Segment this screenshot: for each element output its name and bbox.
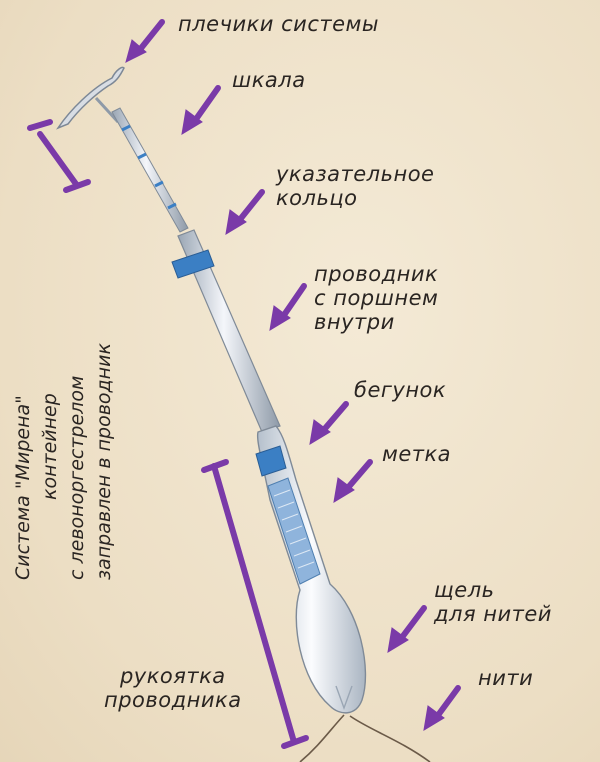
label-handle-line1: рукоятка <box>119 664 226 688</box>
arrow-icon <box>387 605 427 653</box>
vertical-caption: Система "Мирена" контейнер с левоноргест… <box>10 160 140 580</box>
system-arms-stem <box>94 96 120 124</box>
slider <box>255 445 287 477</box>
label-scale-text: шкала <box>232 68 306 92</box>
label-scale: шкала <box>232 68 306 92</box>
thread-slot <box>335 685 353 711</box>
label-thread-slot: щель для нитей <box>434 578 552 626</box>
vertical-caption-line4: заправлен в проводник <box>93 343 115 580</box>
label-slider-text: бегунок <box>354 378 447 402</box>
label-guide-line2: с поршнем <box>314 286 439 310</box>
label-mark: метка <box>382 442 451 466</box>
arrow-icon <box>181 85 221 135</box>
label-arms-text: плечики системы <box>178 12 379 36</box>
label-arms: плечики системы <box>178 12 379 36</box>
vertical-caption-line3: с левоноргестрелом <box>66 375 88 580</box>
label-slider: бегунок <box>354 378 446 402</box>
label-guide: проводник с поршнем внутри <box>314 262 438 334</box>
arrow-icon <box>125 19 165 63</box>
label-thread-slot-line1: щель <box>434 578 495 602</box>
label-thread-slot-line2: для нитей <box>434 602 552 626</box>
arrow-icon <box>333 459 373 503</box>
label-guide-line3: внутри <box>314 310 395 334</box>
vertical-caption-line1: Система "Мирена" <box>12 395 34 580</box>
bracket-icon <box>27 119 91 193</box>
threads <box>299 714 431 762</box>
bracket-icon <box>201 459 309 749</box>
label-mark-text: метка <box>382 442 452 466</box>
indicator-ring <box>171 249 215 279</box>
label-indicator-ring: указательное кольцо <box>276 162 434 210</box>
label-guide-line1: проводник <box>314 262 439 286</box>
guide-tube <box>177 229 281 433</box>
arrow-icon <box>423 685 461 731</box>
arrow-icon <box>269 283 307 331</box>
system-arms <box>56 66 125 130</box>
arrow-icon <box>309 401 349 445</box>
scale-ticks <box>121 124 177 210</box>
label-threads-text: нити <box>478 666 534 690</box>
label-indicator-ring-line2: кольцо <box>276 186 358 210</box>
vertical-caption-line2: контейнер <box>39 393 61 500</box>
label-indicator-ring-line1: указательное <box>276 162 435 186</box>
arrow-icon <box>225 189 265 235</box>
scale-tube <box>111 107 189 233</box>
label-handle-line2: проводника <box>104 688 242 712</box>
grip-mark <box>267 477 321 585</box>
label-threads: нити <box>478 666 533 690</box>
label-handle: рукоятка проводника <box>104 664 242 712</box>
